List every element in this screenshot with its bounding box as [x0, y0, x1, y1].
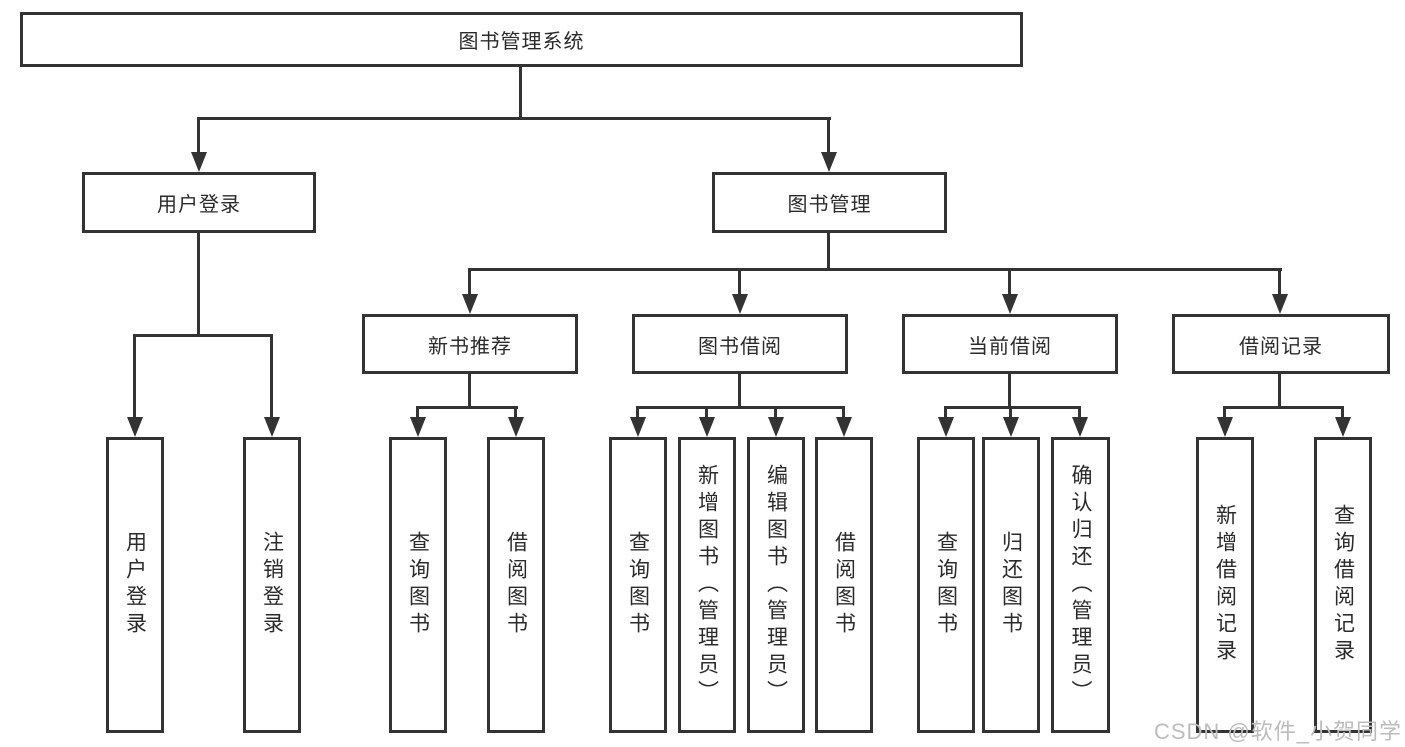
node-current-borrow: 当前借阅: [902, 314, 1118, 374]
connector-drop-line: [197, 117, 200, 155]
connector-book-mgmt-stem: [827, 231, 830, 271]
leaf-borrow-books-recommend: 借阅图书: [487, 437, 545, 733]
leaf-query-books-current: 查询图书: [917, 437, 975, 733]
connector-level1-rail: [197, 117, 831, 120]
arrow-down-icon: [630, 417, 646, 437]
arrow-down-icon: [264, 417, 280, 437]
connector-drop-line: [1008, 268, 1011, 296]
node-book-borrow: 图书借阅: [632, 314, 848, 374]
connector-group-rail: [944, 406, 1081, 409]
arrow-down-icon: [1272, 294, 1288, 314]
node-new-book-recommend: 新书推荐: [362, 314, 578, 374]
connector-drop-line: [738, 268, 741, 296]
leaf-logout: 注销登录: [243, 437, 301, 733]
arrow-down-icon: [768, 417, 784, 437]
arrow-down-icon: [1002, 294, 1018, 314]
connector-drop-line: [842, 406, 845, 420]
arrow-down-icon: [462, 294, 478, 314]
leaf-add-books-admin: 新增图书（管理员）: [678, 437, 736, 733]
connector-user-login-rail: [133, 334, 273, 337]
connector-drop-line: [468, 268, 471, 296]
connector-drop-line: [514, 406, 517, 420]
arrow-down-icon: [938, 417, 954, 437]
connector-drop-line: [133, 334, 136, 419]
connector-root-stem: [519, 66, 522, 119]
connector-drop-line: [827, 117, 830, 155]
arrow-down-icon: [1003, 417, 1019, 437]
arrow-down-icon: [1072, 417, 1088, 437]
connector-group-stem: [1278, 371, 1281, 409]
connector-level2-rail: [468, 268, 1282, 271]
arrow-down-icon: [1335, 417, 1351, 437]
connector-drop-line: [1223, 406, 1226, 420]
node-book-management: 图书管理: [712, 172, 947, 233]
connector-drop-line: [774, 406, 777, 420]
arrow-down-icon: [410, 417, 426, 437]
arrow-down-icon: [191, 152, 207, 172]
node-user-login: 用户登录: [82, 172, 316, 233]
leaf-query-books-borrow: 查询图书: [609, 437, 667, 733]
connector-drop-line: [416, 406, 419, 420]
arrow-down-icon: [821, 152, 837, 172]
connector-group-stem: [1008, 371, 1011, 409]
arrow-down-icon: [699, 417, 715, 437]
leaf-confirm-return-admin: 确认归还（管理员）: [1051, 437, 1110, 733]
leaf-query-books-recommend: 查询图书: [389, 437, 447, 733]
arrow-down-icon: [732, 294, 748, 314]
connector-drop-line: [636, 406, 639, 420]
connector-user-login-stem: [197, 231, 200, 337]
connector-group-rail: [417, 406, 518, 409]
csdn-watermark: CSDN @软件_小贺同学: [1153, 719, 1402, 744]
leaf-edit-books-admin: 编辑图书（管理员）: [747, 437, 805, 733]
leaf-borrow-books: 借阅图书: [815, 437, 873, 733]
connector-drop-line: [1341, 406, 1344, 420]
leaf-query-borrow-record: 查询借阅记录: [1314, 437, 1372, 733]
arrow-down-icon: [1217, 417, 1233, 437]
connector-group-rail: [636, 406, 845, 409]
leaf-user-login: 用户登录: [106, 437, 164, 733]
arrow-down-icon: [508, 417, 524, 437]
leaf-return-books: 归还图书: [982, 437, 1040, 733]
connector-drop-line: [944, 406, 947, 420]
connector-group-rail: [1223, 406, 1344, 409]
arrow-down-icon: [127, 417, 143, 437]
leaf-add-borrow-record: 新增借阅记录: [1196, 437, 1254, 733]
connector-group-stem: [738, 371, 741, 409]
node-root-system: 图书管理系统: [20, 12, 1023, 67]
connector-group-stem: [468, 371, 471, 409]
connector-drop-line: [270, 334, 273, 419]
connector-drop-line: [1278, 268, 1281, 296]
connector-drop-line: [1009, 406, 1012, 420]
connector-drop-line: [1078, 406, 1081, 420]
connector-drop-line: [705, 406, 708, 420]
arrow-down-icon: [836, 417, 852, 437]
node-borrow-records: 借阅记录: [1172, 314, 1390, 374]
